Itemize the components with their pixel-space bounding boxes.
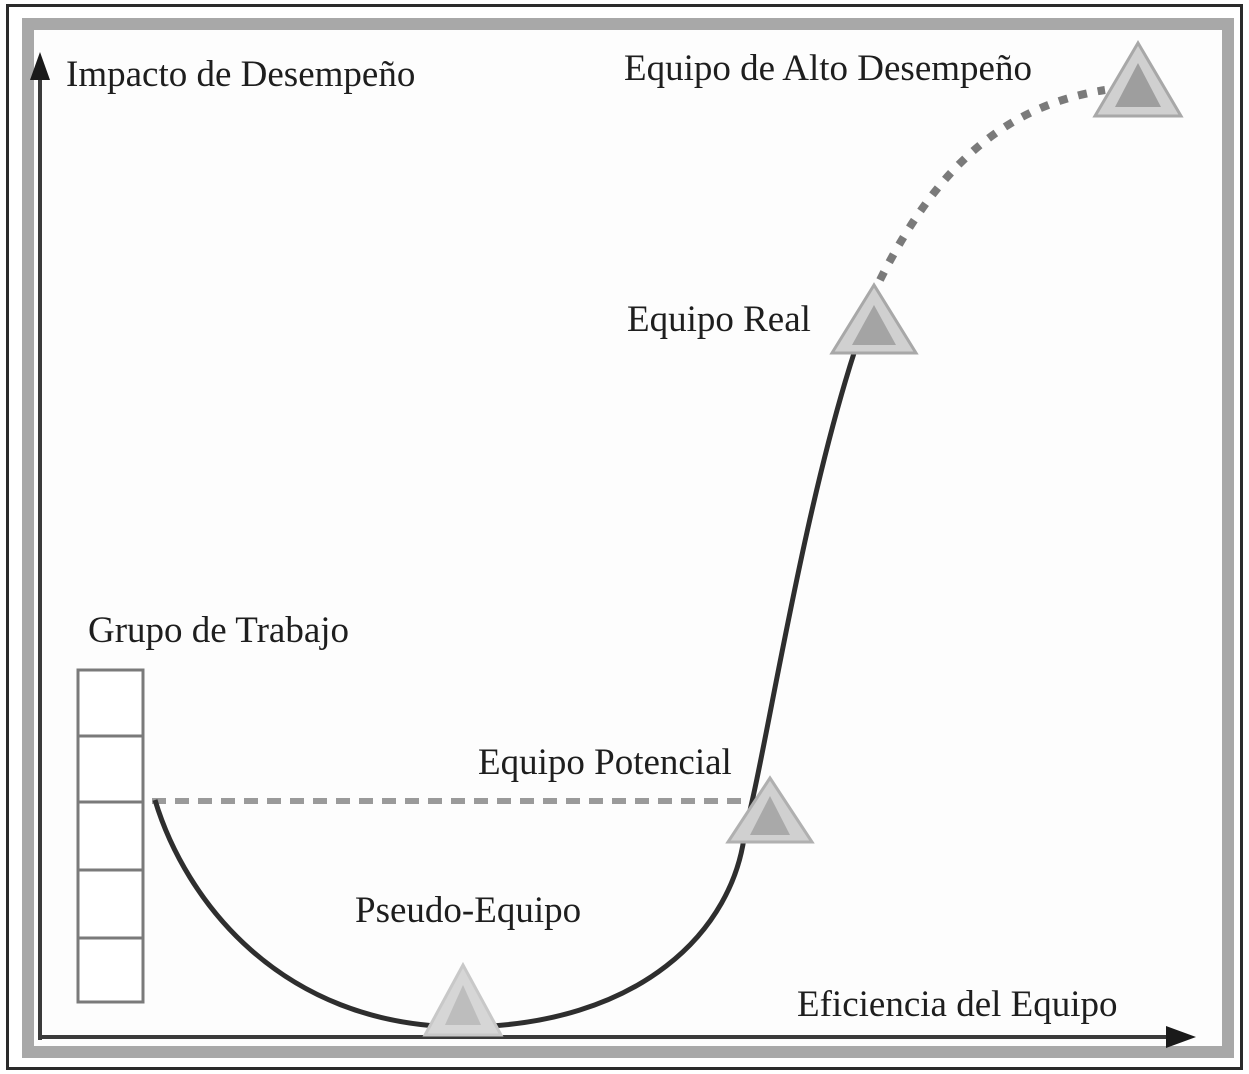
pseudo-team-triangle-icon [422,961,504,1037]
stage-label-work-group: Grupo de Trabajo [88,610,350,651]
x-axis-arrowhead-icon [1166,1026,1196,1048]
stage-label-potential-team: Equipo Potencial [478,742,732,783]
performance-curve-solid [152,349,858,1030]
stage-label-real-team: Equipo Real [627,299,811,340]
real-team-triangle-icon [829,282,919,355]
potential-team-triangle-icon [725,775,815,844]
high-performance-team-triangle-icon [1092,40,1184,118]
x-axis-label: Eficiencia del Equipo [797,984,1118,1025]
stage-label-high-performance-team: Equipo de Alto Desempeño [624,48,1032,89]
y-axis-label: Impacto de Desempeño [66,54,416,95]
performance-curve-dotted [876,86,1106,282]
stage-label-pseudo-team: Pseudo-Equipo [355,890,582,931]
inner-frame [22,18,1234,1058]
y-axis-arrowhead-icon [30,52,50,80]
y-axis [30,52,50,1040]
x-axis [40,1026,1196,1048]
work-group-stacked-boxes-icon [76,668,145,1004]
